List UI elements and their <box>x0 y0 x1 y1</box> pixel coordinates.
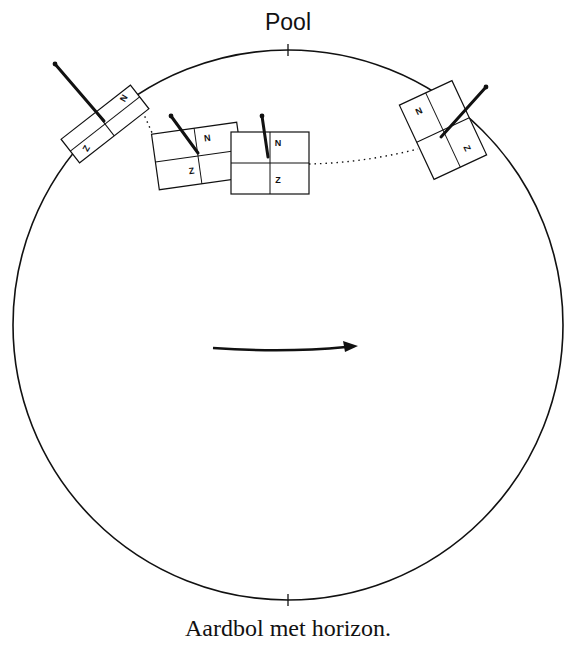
plane-outline <box>399 81 486 180</box>
pole-tick <box>287 594 288 606</box>
pole-tick <box>287 44 288 56</box>
plane-line <box>270 132 271 194</box>
pin-head <box>169 114 174 119</box>
gnomon-pin <box>441 87 486 137</box>
horizon-planes <box>53 62 489 194</box>
caption: Aardbol met horizon. <box>185 616 391 640</box>
horizon-plane <box>231 132 309 194</box>
plane-outline <box>231 132 309 194</box>
latitude-dotted <box>309 149 418 164</box>
plane-line <box>426 93 461 167</box>
direction-letter: Z <box>275 176 281 185</box>
horizon-plane <box>399 81 486 180</box>
pole-label: Pool <box>265 11 311 34</box>
globe-outline <box>13 50 563 600</box>
plane-outline <box>61 85 149 163</box>
plane-line <box>194 128 202 183</box>
pin-head <box>260 114 265 119</box>
direction-letter: Z <box>189 167 196 177</box>
pin-head <box>53 62 58 67</box>
gnomon-pin <box>55 64 104 121</box>
gnomon-pin <box>262 116 268 157</box>
direction-letter: N <box>275 139 282 148</box>
horizon-plane <box>61 85 149 163</box>
pin-head <box>484 85 489 90</box>
plane-line <box>70 97 139 151</box>
arrow-head <box>343 341 358 352</box>
gnomon-pin <box>171 116 198 153</box>
rotation-arrow <box>213 347 346 350</box>
